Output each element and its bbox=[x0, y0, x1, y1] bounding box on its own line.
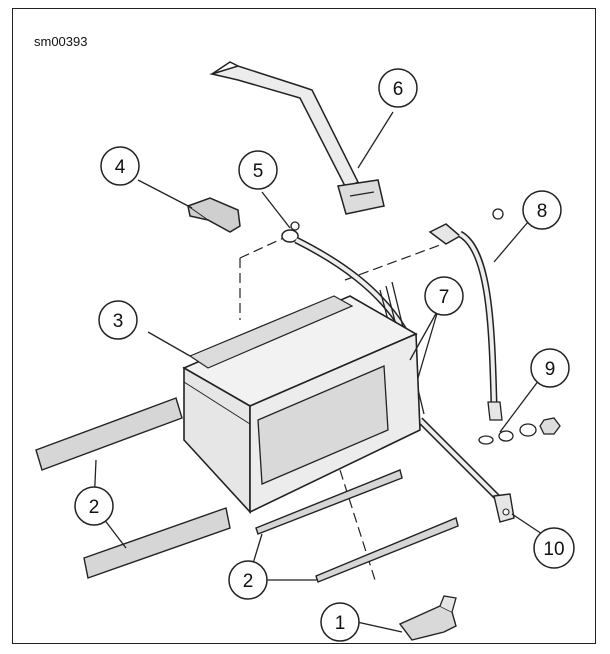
terminal-hardware bbox=[478, 417, 561, 445]
svg-text:2: 2 bbox=[243, 571, 254, 592]
svg-text:9: 9 bbox=[545, 359, 556, 380]
figure-reference: sm00393 bbox=[34, 34, 88, 49]
earth-lead bbox=[417, 417, 515, 523]
battery bbox=[182, 295, 421, 515]
svg-text:6: 6 bbox=[393, 79, 404, 100]
callout-2-lower: 2 bbox=[228, 560, 268, 600]
alignment-line bbox=[239, 234, 291, 259]
pad-under-battery bbox=[255, 469, 403, 535]
callout-5: 5 bbox=[238, 150, 278, 190]
callout-1: 1 bbox=[320, 602, 360, 642]
callout-4: 4 bbox=[100, 146, 140, 186]
pad-lower-left bbox=[83, 507, 231, 579]
svg-text:8: 8 bbox=[537, 201, 548, 222]
terminal-cover bbox=[187, 197, 241, 233]
svg-text:10: 10 bbox=[543, 539, 564, 560]
svg-text:4: 4 bbox=[115, 157, 126, 178]
pad-bottom bbox=[315, 517, 459, 583]
callout-3: 3 bbox=[98, 300, 138, 340]
positive-cable bbox=[428, 208, 504, 421]
battery-clip bbox=[398, 595, 457, 641]
svg-text:5: 5 bbox=[253, 161, 264, 182]
leader-lines bbox=[93, 111, 549, 633]
pad-upper-left bbox=[35, 397, 183, 471]
callout-9: 9 bbox=[530, 348, 570, 388]
callout-7: 7 bbox=[424, 276, 464, 316]
svg-text:1: 1 bbox=[335, 613, 346, 634]
callouts: 1 2 2 3 4 5 6 7 8 9 10 bbox=[74, 68, 575, 642]
callout-10: 10 bbox=[533, 527, 575, 569]
svg-text:2: 2 bbox=[89, 497, 100, 518]
callout-2-upper: 2 bbox=[74, 486, 114, 526]
svg-text:3: 3 bbox=[113, 311, 124, 332]
svg-text:7: 7 bbox=[439, 287, 450, 308]
callout-6: 6 bbox=[378, 68, 418, 108]
battery-pads bbox=[35, 397, 459, 583]
callout-8: 8 bbox=[522, 190, 562, 230]
battery-strap bbox=[209, 61, 385, 215]
alignment-line bbox=[344, 244, 441, 281]
